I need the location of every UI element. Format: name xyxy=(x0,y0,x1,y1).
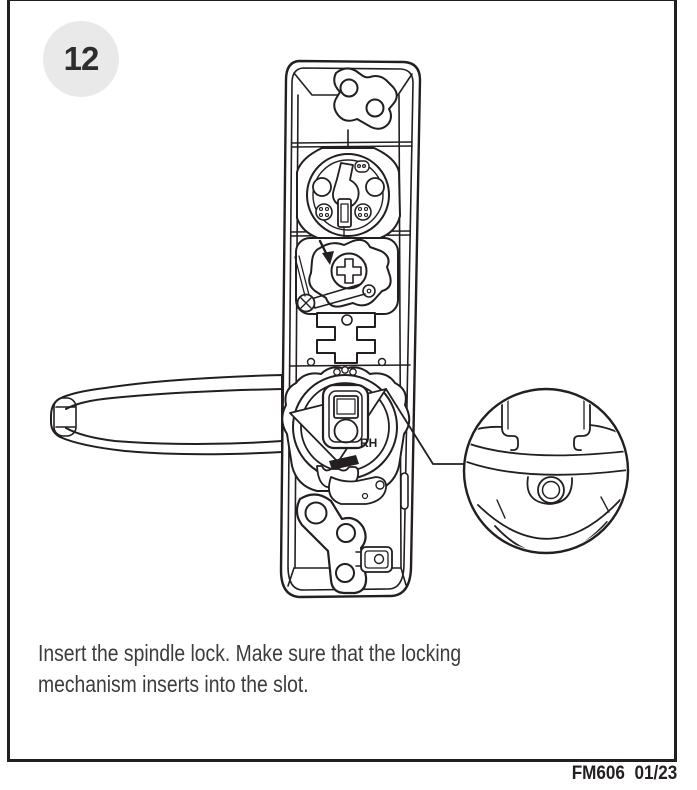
cross-plate xyxy=(306,312,387,367)
step-badge: 12 xyxy=(43,21,119,97)
spindle-lock xyxy=(329,455,359,470)
cylinder-assembly xyxy=(296,147,401,241)
detail-circle xyxy=(462,387,630,555)
caption-line: mechanism inserts into the slot. xyxy=(38,671,309,697)
spindle-hub xyxy=(321,383,370,450)
right-wall-slot xyxy=(400,472,409,510)
caption: Insert the spindle lock. Make sure that … xyxy=(38,638,508,700)
top-bracket xyxy=(333,67,398,149)
lower-bracket xyxy=(316,465,387,505)
caption-line: Insert the spindle lock. Make sure that … xyxy=(38,640,462,666)
cam-assembly xyxy=(294,237,399,315)
step-number: 12 xyxy=(63,40,100,77)
bottom-crank xyxy=(295,493,368,595)
side-block xyxy=(355,546,393,573)
insert-arrowhead xyxy=(322,251,334,265)
lever-handle xyxy=(50,374,283,456)
rh-label: RH xyxy=(360,436,377,450)
footer-code: FM606 01/23 xyxy=(571,763,677,784)
